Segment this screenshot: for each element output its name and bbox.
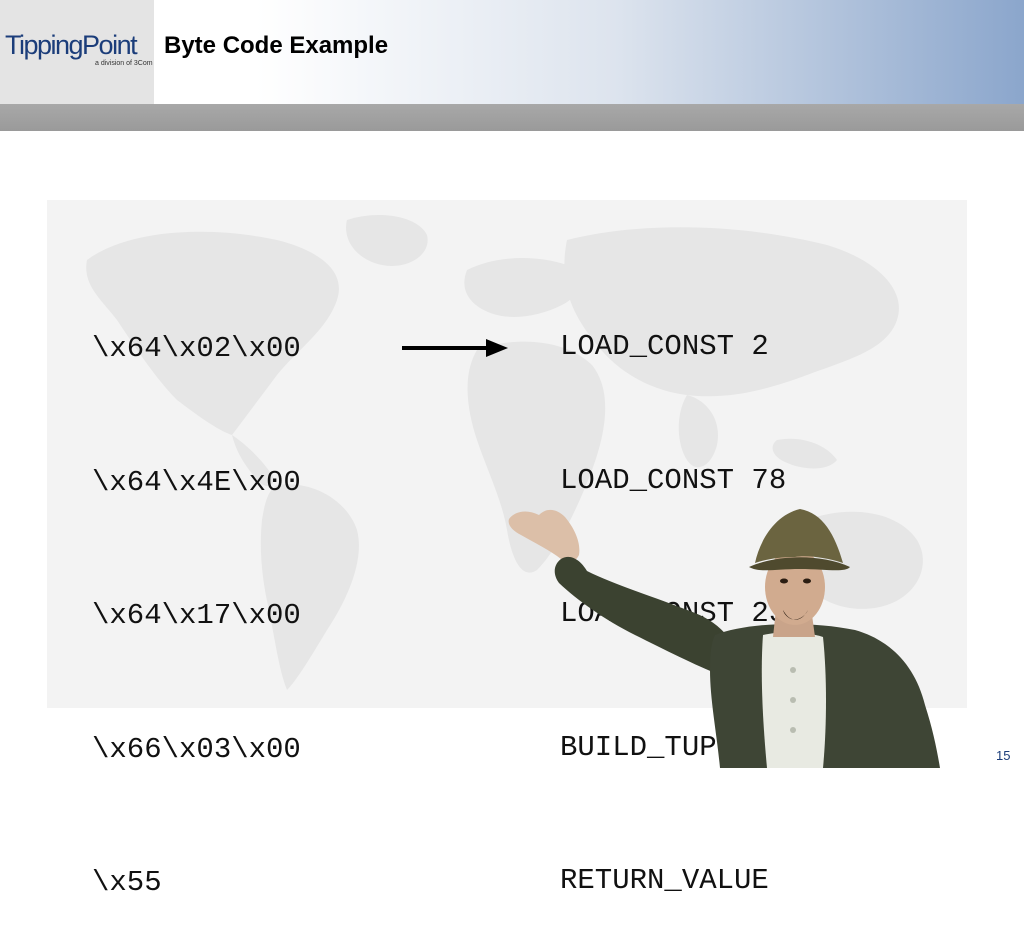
bytecode-line: \x64\x17\x00 xyxy=(92,599,301,632)
logo-subtext: a division of 3Com xyxy=(95,60,153,67)
bytecode-line: \x64\x4E\x00 xyxy=(92,465,301,499)
slide-header: TippingPoint a division of 3Com Byte Cod… xyxy=(0,0,1024,104)
arrow-right-icon xyxy=(402,339,508,357)
bytecode-list: \x64\x02\x00 \x64\x4E\x00 \x64\x17\x00 \… xyxy=(92,238,301,950)
bytecode-line: \x64\x02\x00 xyxy=(92,332,301,365)
pirate-figure-icon xyxy=(508,509,940,768)
bytecode-line: \x55 xyxy=(92,866,162,899)
slide-title: Byte Code Example xyxy=(164,32,389,59)
instruction-line: LOAD_CONST 78 xyxy=(560,463,787,497)
company-logo: TippingPoint xyxy=(5,30,138,60)
header-divider-bar xyxy=(0,104,1024,131)
instruction-line: LOAD_CONST 2 xyxy=(560,330,769,363)
bytecode-line: \x66\x03\x00 xyxy=(92,732,301,766)
page-number: 15 xyxy=(996,748,1011,763)
logo-box: TippingPoint a division of 3Com xyxy=(0,0,154,104)
instruction-line: RETURN_VALUE xyxy=(560,864,769,897)
world-map-icon xyxy=(86,215,923,690)
world-map-background xyxy=(47,200,967,708)
